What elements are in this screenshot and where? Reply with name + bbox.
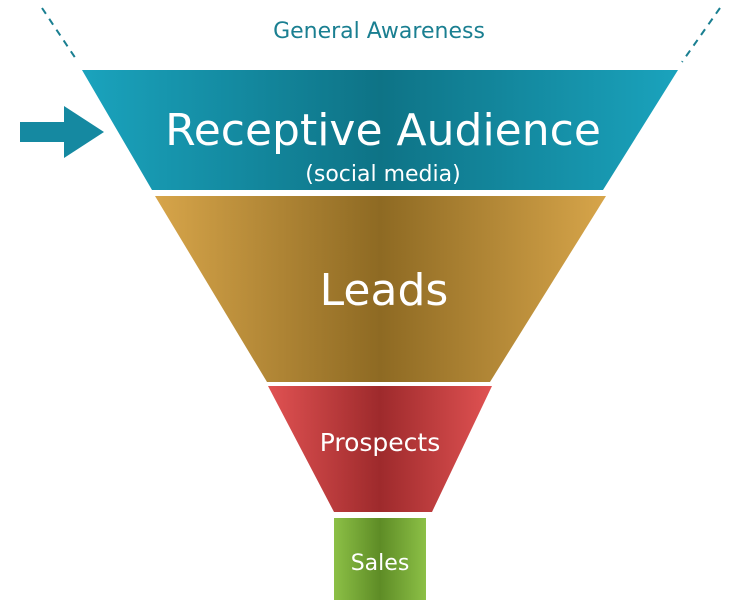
sales-title: Sales (351, 551, 410, 576)
prospects-title: Prospects (320, 428, 441, 457)
funnel-stage-receptive-audience: Receptive Audience (social media) (82, 70, 678, 190)
awareness-dashed-line-left (41, 7, 79, 63)
funnel-stage-leads-shape (155, 196, 606, 382)
receptive-audience-title: Receptive Audience (165, 105, 601, 156)
funnel-stage-receptive-audience-shape (82, 70, 678, 190)
funnel-stage-prospects: Prospects (268, 386, 492, 512)
funnel-stage-prospects-shape (268, 386, 492, 512)
funnel-stage-leads: Leads (155, 196, 606, 382)
funnel-stage-sales: Sales (334, 518, 426, 600)
receptive-audience-subtitle: (social media) (305, 162, 460, 187)
awareness-dashed-line-right (681, 7, 721, 63)
general-awareness-label: General Awareness (273, 19, 485, 44)
funnel-stage-sales-shape (334, 518, 426, 600)
arrow-right-icon (20, 106, 104, 158)
leads-title: Leads (320, 265, 449, 316)
